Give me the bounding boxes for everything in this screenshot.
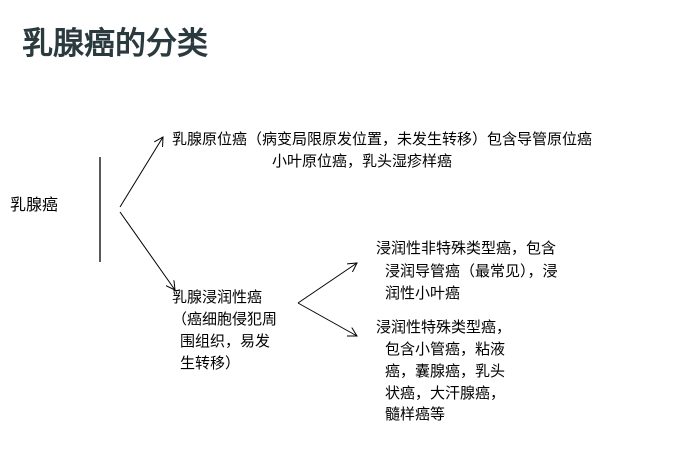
arrow-to-invasive [119,211,175,290]
non-special-line-2: 浸润导管癌（最常见），浸 [385,262,558,280]
arrow-to-non-special [297,263,357,304]
special-line-1: 浸润性特殊类型癌， [376,318,512,336]
arrow-to-in-situ [119,137,163,208]
invasive-line-2: （癌细胞侵犯周 [172,310,278,328]
invasive-line-4: 生转移） [180,354,241,372]
root-node-label: 乳腺癌 [10,195,59,214]
in-situ-line-2: 小叶原位癌，乳头湿疹样癌 [272,152,453,170]
special-line-2: 包含小管癌，粘液 [385,340,506,358]
slide-title: 乳腺癌的分类 [22,26,208,62]
non-special-line-1: 浸润性非特殊类型癌，包含 [376,239,557,257]
invasive-line-3: 围组织，易发 [180,332,271,350]
special-line-3: 癌，囊腺癌，乳头 [385,362,506,380]
invasive-line-1: 乳腺浸润性癌 [172,288,263,306]
arrow-to-special [297,302,357,336]
non-special-line-3: 润性小叶癌 [385,284,461,302]
special-line-5: 髓样癌等 [385,405,446,423]
special-line-4: 状癌，大汗腺癌， [385,384,506,402]
in-situ-line-1: 乳腺原位癌（病变局限原发位置，未发生转移）包含导管原位癌 [172,130,593,148]
